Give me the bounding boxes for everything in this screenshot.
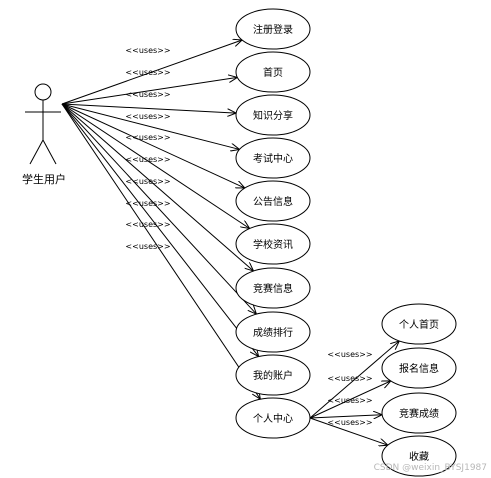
use-case-5-label: 公告信息: [253, 195, 293, 208]
use-case-10-shape: [235, 397, 311, 439]
association-line: [309, 381, 391, 419]
association-line: [61, 103, 254, 271]
use-case-3: 知识分享: [235, 94, 311, 136]
use-case-9-shape: [235, 354, 311, 396]
sub-use-case-1: 个人首页: [381, 303, 457, 345]
uses-label: <<uses>>: [125, 46, 170, 55]
association-line: [309, 417, 388, 445]
association-line: [61, 40, 242, 105]
sub-use-case-4-shape: [381, 435, 457, 477]
use-case-8-label: 成绩排行: [253, 326, 293, 339]
uses-label: <<uses>>: [125, 177, 170, 186]
use-case-6-label: 学校资讯: [253, 238, 293, 251]
use-case-9-label: 我的账户: [253, 369, 293, 382]
sub-use-case-4: 收藏: [381, 435, 457, 477]
use-case-1-shape: [235, 8, 311, 50]
uses-label: <<uses>>: [125, 199, 170, 208]
use-case-4-shape: [235, 137, 311, 179]
uses-label: <<uses>>: [125, 155, 170, 164]
association-line: [61, 103, 245, 188]
stick-figure-icon: [25, 83, 61, 165]
uses-label: <<uses>>: [125, 242, 170, 251]
sub-use-case-2: 报名信息: [381, 347, 457, 389]
use-case-4: 考试中心: [235, 137, 311, 179]
association-line: [61, 103, 256, 314]
sub-use-case-4-label: 收藏: [409, 450, 429, 463]
association-lines: [61, 40, 399, 445]
use-case-6: 学校资讯: [235, 223, 311, 265]
use-case-3-shape: [235, 94, 311, 136]
use-case-9: 我的账户: [235, 354, 311, 396]
sub-use-case-3-label: 竞赛成绩: [399, 407, 439, 420]
use-case-2-shape: [235, 51, 311, 93]
sub-use-case-3-shape: [381, 392, 457, 434]
uses-label: <<uses>>: [125, 220, 170, 229]
use-case-7-shape: [235, 267, 311, 309]
use-case-10: 个人中心: [235, 397, 311, 439]
use-case-7-label: 竞赛信息: [253, 282, 293, 295]
use-case-6-shape: [235, 223, 311, 265]
use-case-5-shape: [235, 180, 311, 222]
use-case-7: 竞赛信息: [235, 267, 311, 309]
uses-label: <<uses>>: [327, 396, 372, 405]
sub-use-case-1-label: 个人首页: [399, 318, 439, 331]
uses-label: <<uses>>: [125, 112, 170, 121]
use-case-2-label: 首页: [263, 66, 283, 79]
uses-label: <<uses>>: [327, 350, 372, 359]
association-line: [61, 103, 260, 399]
uses-label: <<uses>>: [327, 374, 372, 383]
association-line: [61, 103, 236, 113]
sub-use-case-2-label: 报名信息: [399, 362, 439, 375]
uses-label: <<uses>>: [125, 68, 170, 77]
uses-labels: <<uses>> <<uses>> <<uses>> <<uses>> <<uses>>…: [125, 46, 372, 427]
use-case-8-shape: [235, 311, 311, 353]
association-line: [61, 103, 250, 228]
association-line: [309, 415, 382, 418]
use-case-3-label: 知识分享: [253, 109, 293, 122]
sub-use-case-2-shape: [381, 347, 457, 389]
use-case-1-label: 注册登录: [253, 23, 293, 36]
uses-label: <<uses>>: [125, 133, 170, 142]
association-line: [61, 103, 259, 357]
use-case-2: 首页: [235, 51, 311, 93]
association-line: [61, 77, 237, 105]
actor-student-user: 学生用户: [22, 83, 66, 186]
use-case-8: 成绩排行: [235, 311, 311, 353]
actor-name: 学生用户: [22, 172, 66, 186]
association-line: [309, 341, 399, 419]
uses-label: <<uses>>: [327, 418, 372, 427]
use-case-1: 注册登录: [235, 8, 311, 50]
sub-use-case-3: 竞赛成绩: [381, 392, 457, 434]
uses-label: <<uses>>: [125, 90, 170, 99]
use-case-4-label: 考试中心: [253, 152, 293, 165]
association-line: [61, 103, 240, 149]
sub-use-case-1-shape: [381, 303, 457, 345]
use-case-10-label: 个人中心: [253, 412, 293, 425]
use-case-5: 公告信息: [235, 180, 311, 222]
watermark: CSDN @weixin_BYSJ1987: [374, 463, 487, 473]
